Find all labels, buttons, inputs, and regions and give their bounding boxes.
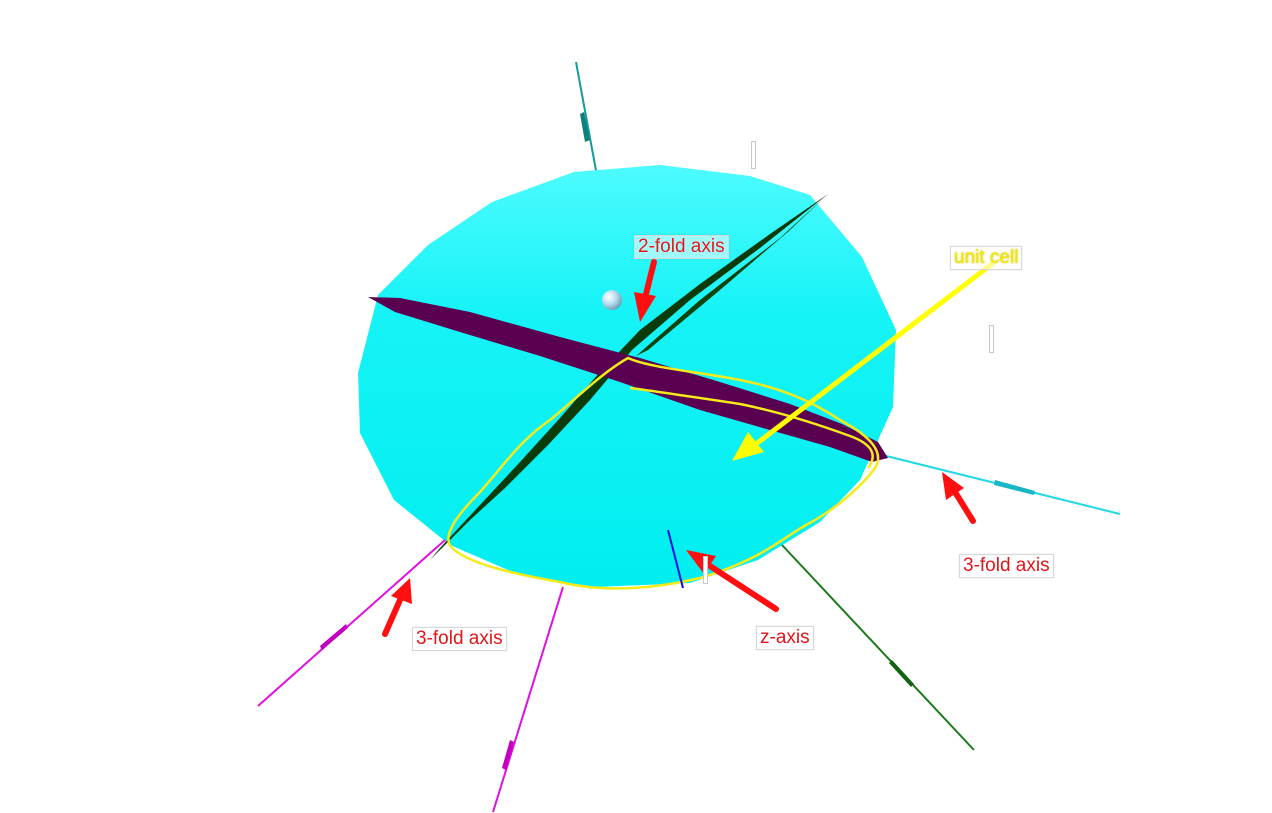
label-z-axis: z-axis [756, 626, 814, 650]
axis-magenta-left [257, 539, 446, 707]
sphere-marker [602, 290, 622, 310]
marker-tick-top [751, 141, 756, 169]
axis-cyan-threefold [869, 451, 1121, 515]
axis-blue-z [667, 529, 684, 589]
arrow-three-fold-left [382, 578, 412, 637]
arrow-z-axis [686, 550, 779, 612]
arrow-three-fold-right [942, 472, 976, 524]
purple-mirror-plane [368, 297, 888, 462]
arrow-two-fold [634, 259, 657, 322]
label-three-fold-axis-right: 3-fold axis [959, 554, 1054, 578]
green-plane-front [636, 194, 828, 356]
marker-tick-bottom [703, 556, 708, 584]
axis-magenta-down [492, 586, 564, 813]
label-unit-cell: unit cell [950, 246, 1023, 270]
label-two-fold-axis: 2-fold axis [634, 235, 729, 259]
arrow-unit-cell [732, 261, 995, 461]
marker-tick-right [989, 325, 994, 353]
unit-cell-outline [447, 356, 880, 590]
axis-green-down [781, 544, 975, 751]
label-three-fold-axis-left: 3-fold axis [412, 627, 507, 651]
